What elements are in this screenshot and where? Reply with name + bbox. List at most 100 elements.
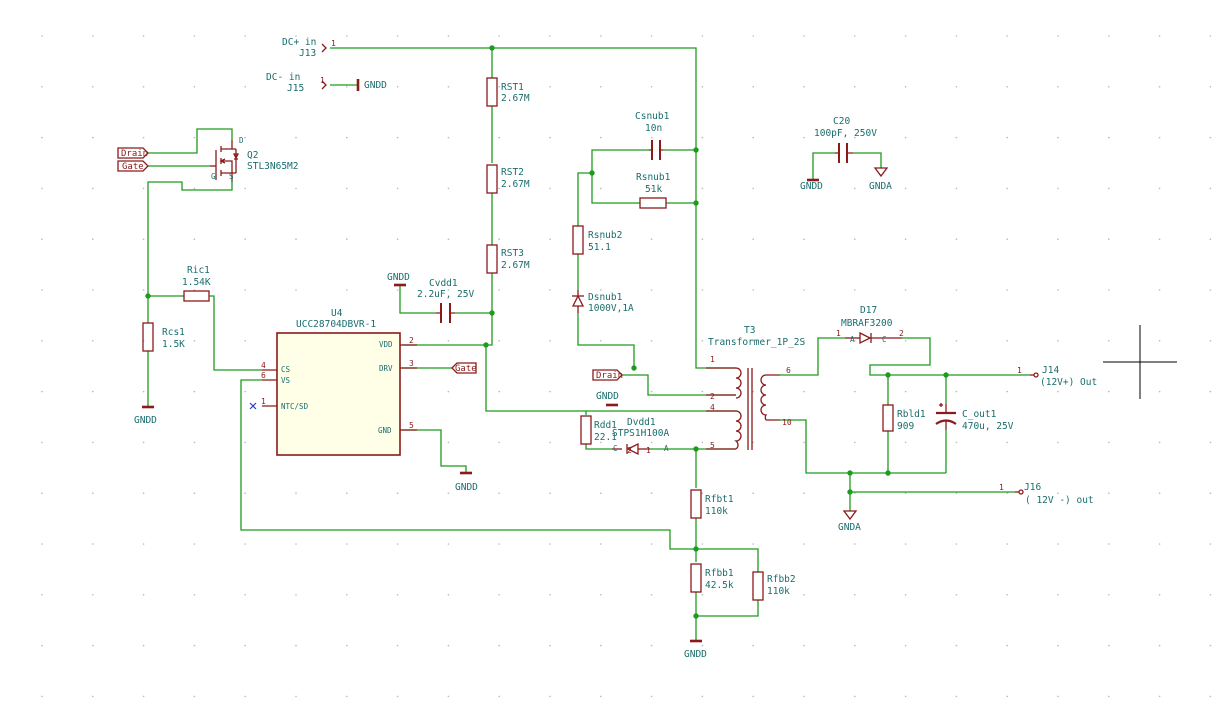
svg-text:Gate: Gate (122, 162, 144, 172)
svg-text:6: 6 (786, 366, 791, 375)
j14-pin: 1 (1017, 366, 1022, 375)
svg-text:1.54K: 1.54K (182, 277, 211, 288)
resistor-rbld1[interactable]: Rbld1 909 (882, 404, 926, 432)
svg-text:2.67M: 2.67M (501, 93, 530, 104)
svg-text:RST3: RST3 (501, 248, 524, 259)
svg-text:A: A (664, 444, 669, 453)
grid-dots (41, 35, 1212, 698)
svg-text:4: 4 (261, 361, 266, 370)
q2-gate-pin-letter: G (211, 172, 216, 181)
svg-text:D17: D17 (860, 305, 877, 316)
resistor-rst2[interactable]: RST2 2.67M (486, 164, 530, 194)
svg-text:UCC28704DBVR-1: UCC28704DBVR-1 (296, 319, 376, 330)
svg-text:NTC/SD: NTC/SD (281, 402, 309, 411)
svg-text:Cvdd1: Cvdd1 (429, 278, 458, 289)
svg-text:22.1: 22.1 (594, 432, 617, 443)
svg-text:GND: GND (378, 426, 392, 435)
gndd-symbol-j15: GNDD (356, 79, 387, 91)
svg-text:GNDD: GNDD (800, 181, 823, 192)
connector-j15[interactable]: 1 DC- in J15 (266, 72, 327, 94)
resistor-rfbb1[interactable]: Rfbb1 42.5k (690, 563, 734, 593)
svg-text:1000V,1A: 1000V,1A (588, 303, 634, 314)
svg-text:Rsnub1: Rsnub1 (636, 172, 671, 183)
net-label-drain-transformer[interactable]: Drain (592, 369, 623, 381)
q2-drain-pin-letter: D (239, 136, 244, 145)
svg-text:110k: 110k (767, 586, 790, 597)
net-label-drain-left[interactable]: Drain (117, 147, 149, 159)
diode-dvdd1[interactable]: C A 2 1 Dvdd1 STPS1H100A (612, 417, 669, 456)
gndd-symbol-rcs: GNDD (134, 405, 157, 426)
j16-ref: J16 (1024, 482, 1041, 493)
svg-text:T3: T3 (744, 325, 755, 336)
capacitor-csnub1[interactable]: Csnub1 10n (635, 111, 670, 160)
j14-ref: J14 (1042, 365, 1059, 376)
svg-text:Rsnub2: Rsnub2 (588, 230, 622, 241)
resistor-rdd1[interactable]: Rdd1 22.1 (580, 415, 617, 445)
q2-ref: Q2 (247, 150, 258, 161)
connector-j14[interactable]: 1 J14 (12V+) Out (1017, 365, 1097, 388)
svg-text:GNDD: GNDD (455, 482, 478, 493)
wires (147, 47, 1030, 641)
svg-text:RST1: RST1 (501, 82, 524, 93)
j15-pin: 1 (320, 76, 325, 85)
svg-text:110k: 110k (705, 506, 728, 517)
svg-text:5: 5 (409, 421, 414, 430)
svg-text:VS: VS (281, 376, 291, 385)
j15-ref: J15 (287, 83, 304, 94)
svg-text:Drain: Drain (121, 149, 148, 159)
resistor-rfbt1[interactable]: Rfbt1 110k (690, 489, 734, 519)
svg-text:51.1: 51.1 (588, 242, 611, 253)
diode-d17[interactable]: 1 2 A C D17 MBRAF3200 (836, 305, 904, 345)
svg-text:Rfbt1: Rfbt1 (705, 494, 734, 505)
svg-text:1.5K: 1.5K (162, 339, 185, 350)
svg-text:10: 10 (782, 418, 792, 427)
svg-text:1: 1 (836, 329, 841, 338)
resistor-ric1[interactable]: Ric1 1.54K (182, 265, 211, 302)
resistor-rcs1[interactable]: Rcs1 1.5K (142, 322, 185, 352)
svg-text:909: 909 (897, 421, 914, 432)
resistor-rsnub2[interactable]: Rsnub2 51.1 (572, 225, 622, 255)
capacitor-c20[interactable]: C20 100pF, 250V (814, 116, 877, 163)
svg-text:2: 2 (409, 336, 414, 345)
svg-text:Rcs1: Rcs1 (162, 327, 185, 338)
svg-text:U4: U4 (331, 308, 343, 319)
connector-j13[interactable]: 1 DC+ in J13 (282, 37, 336, 59)
transformer-t3[interactable]: 1 2 4 5 6 10 T3 Transformer_1P_2S (706, 325, 806, 450)
svg-text:Rdd1: Rdd1 (594, 420, 617, 431)
q2-value: STL3N65M2 (247, 161, 298, 172)
svg-text:DRV: DRV (379, 364, 393, 373)
svg-text:Dvdd1: Dvdd1 (627, 417, 656, 428)
svg-text:2.67M: 2.67M (501, 179, 530, 190)
net-label-gate-drv[interactable]: Gate (451, 362, 477, 374)
svg-text:100pF, 250V: 100pF, 250V (814, 128, 877, 139)
svg-text:42.5k: 42.5k (705, 580, 734, 591)
gndd-symbol-u4: GNDD (455, 471, 478, 493)
svg-text:Ric1: Ric1 (187, 265, 210, 276)
svg-text:4: 4 (710, 403, 715, 412)
ic-u4[interactable]: U4 UCC28704DBVR-1 CS VS NTC/SD VDD DRV G… (249, 308, 417, 456)
svg-text:C: C (882, 335, 887, 344)
gndd-symbol-cvdd: GNDD (387, 272, 410, 287)
resistor-rfbb2[interactable]: Rfbb2 110k (752, 571, 796, 601)
svg-text:2.67M: 2.67M (501, 260, 530, 271)
no-connect-icon (249, 402, 257, 410)
resistor-rst3[interactable]: RST3 2.67M (486, 244, 530, 274)
gnda-symbol-c20: GNDA (869, 167, 892, 192)
capacitor-cvdd1[interactable]: Cvdd1 2.2uF, 25V (417, 278, 474, 323)
resistor-rsnub1[interactable]: Rsnub1 51k (636, 172, 671, 209)
mosfet-q2[interactable]: G S D Q2 STL3N65M2 (210, 136, 298, 182)
svg-text:Gate: Gate (455, 364, 477, 374)
svg-text:2: 2 (627, 446, 632, 455)
svg-text:VDD: VDD (379, 340, 393, 349)
j15-value: DC- in (266, 72, 300, 83)
j13-ref: J13 (299, 48, 316, 59)
resistor-rst1[interactable]: RST1 2.67M (486, 77, 530, 107)
capacitor-cout1[interactable]: C_out1 470u, 25V (935, 403, 1014, 432)
svg-text:3: 3 (409, 359, 414, 368)
net-label-gate-left[interactable]: Gate (117, 160, 149, 172)
connector-j16[interactable]: 1 J16 ( 12V -) out (999, 482, 1094, 506)
svg-text:5: 5 (710, 441, 715, 450)
diode-dsnub1[interactable]: Dsnub1 1000V,1A (571, 290, 634, 314)
